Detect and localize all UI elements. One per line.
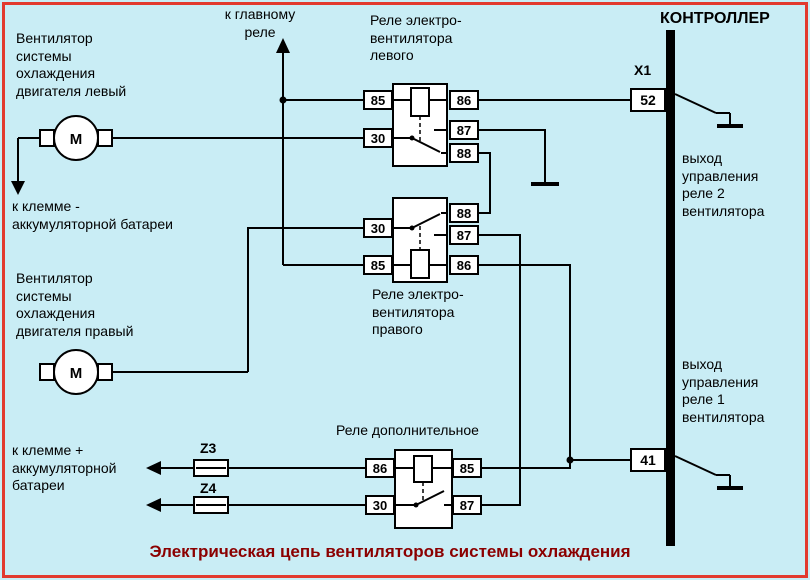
motor-left-symbol: M	[39, 115, 113, 161]
controller-bar	[666, 30, 675, 546]
fuse-z4-label: Z4	[200, 480, 217, 496]
relay-left-pin-87: 87	[449, 120, 479, 140]
relay-add-pin-30: 30	[365, 495, 395, 515]
controller-switch-bottom	[674, 455, 743, 490]
to-battery-minus-label: к клемме - аккумуляторной батареи	[12, 198, 173, 232]
controller-pin-52: 52	[630, 88, 666, 112]
relay-left-label: Реле электро- вентилятора левого	[370, 12, 462, 63]
fuse-z3-label: Z3	[200, 440, 217, 456]
relay-right-pin-85: 85	[363, 255, 393, 275]
to-main-relay-label: к главному реле	[224, 6, 296, 40]
relay-left-pin-85: 85	[363, 90, 393, 110]
arrowheads	[11, 38, 290, 512]
controller-pin-41: 41	[630, 448, 666, 472]
motor-right-label: M	[70, 365, 83, 382]
relay-left-pin-30: 30	[363, 128, 393, 148]
relay-right-pin-30: 30	[363, 218, 393, 238]
controller-switch-top	[674, 93, 743, 128]
relay-left-symbol	[392, 83, 448, 167]
wires	[17, 48, 630, 506]
relay-add-pin-86: 86	[365, 458, 395, 478]
junction-dots	[279, 96, 574, 464]
fan-left-label: Вентилятор системы охлаждения двигателя …	[16, 30, 127, 99]
diagram-title: Электрическая цепь вентиляторов системы …	[149, 542, 631, 561]
fuse-z3-symbol	[193, 459, 229, 477]
relay-add-pin-87: 87	[452, 495, 482, 515]
motor-right-symbol: M	[39, 349, 113, 395]
fan-right-label: Вентилятор системы охлаждения двигателя …	[16, 270, 134, 339]
arrow-up-main-relay-icon	[276, 38, 290, 53]
fuse-z4-symbol	[193, 496, 229, 514]
motor-left-label: M	[70, 131, 83, 148]
arrow-left-battery-plus2-icon	[146, 498, 161, 512]
relay-additional-symbol	[394, 449, 453, 529]
relay-add-pin-85: 85	[452, 458, 482, 478]
relay-right-pin-88: 88	[449, 203, 479, 223]
relay-additional-label: Реле дополнительное	[336, 422, 479, 438]
relay-left-pin-88: 88	[449, 143, 479, 163]
relay-right-label: Реле электро- вентилятора правого	[372, 286, 464, 337]
to-battery-plus-label: к клемме + аккумуляторной батареи	[12, 442, 117, 493]
output-relay1-label: выход управления реле 1 вентилятора	[682, 356, 765, 425]
relay-left-pin-86: 86	[449, 90, 479, 110]
controller-title: КОНТРОЛЛЕР	[660, 10, 770, 27]
relay-right-symbol	[392, 197, 448, 283]
arrow-left-battery-plus1-icon	[146, 461, 161, 475]
output-relay2-label: выход управления реле 2 вентилятора	[682, 150, 765, 219]
relay-right-pin-87: 87	[449, 225, 479, 245]
arrow-down-battery-minus-icon	[11, 181, 25, 195]
relay-right-pin-86: 86	[449, 255, 479, 275]
connector-x1-label: X1	[634, 62, 652, 78]
